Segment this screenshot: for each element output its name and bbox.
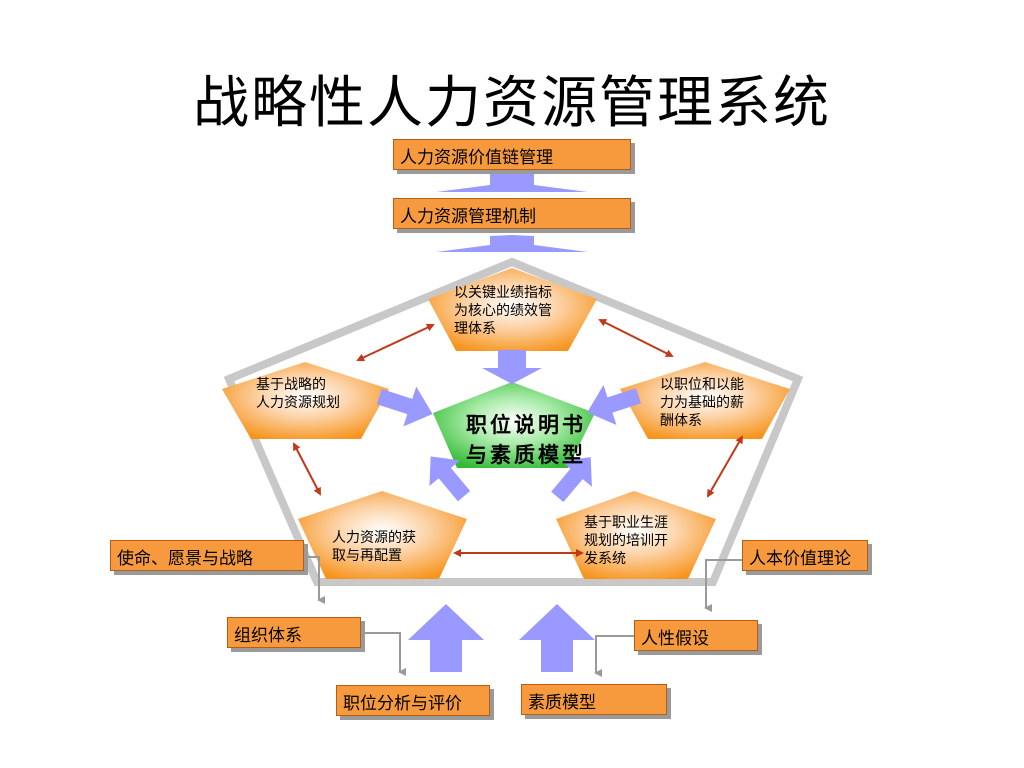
pentagon-compensation: [620, 362, 790, 439]
box-organization: 组织体系: [227, 617, 361, 648]
center-line-2: 与素质模型: [466, 442, 586, 467]
box-human-nature: 人性假设: [634, 620, 758, 651]
connector-people-value-to-human-nature: [704, 559, 742, 612]
pentagon-acquisition-text: 人力资源的获 取与再配置: [332, 529, 416, 565]
box-value-chain: 人力资源价值链管理: [393, 139, 631, 170]
pentagon-compensation-line-1: 以职位和以能: [660, 377, 744, 393]
box-mechanism: 人力资源管理机制: [393, 198, 631, 229]
red-arrow-performance-planning: [356, 323, 435, 362]
pentagon-training: [556, 491, 716, 579]
pentagon-acquisition-line-2: 取与再配置: [332, 548, 402, 564]
up-arrow-to-value-chain: [436, 172, 588, 192]
connector-organization-to-job-analysis: [364, 632, 406, 676]
pentagon-center: [433, 382, 595, 468]
red-arrow-compensation-training: [707, 435, 743, 498]
pentagon-training-line-3: 发系统: [584, 551, 626, 567]
box-competency: 素质模型: [521, 684, 667, 715]
pentagon-performance-line-3: 理体系: [454, 321, 496, 337]
pentagon-performance-line-2: 为核心的绩效管: [454, 303, 552, 319]
pentagon-compensation-line-2: 力为基础的薪: [660, 395, 744, 411]
connector-mission-to-organization: [308, 556, 325, 604]
box-people-value: 人本价值理论: [742, 540, 868, 571]
blue-arrow-acquisition-to-center: [429, 456, 471, 502]
pentagon-compensation-text: 以职位和以能 力为基础的薪 酬体系: [660, 376, 744, 430]
red-arrow-performance-compensation: [598, 319, 674, 357]
blue-arrow-training-to-center: [551, 457, 592, 503]
pentagon-performance-text: 以关键业绩指标 为核心的绩效管 理体系: [454, 284, 552, 338]
pentagon-training-line-1: 基于职业生涯: [584, 515, 668, 531]
pentagon-performance-line-1: 以关键业绩指标: [454, 285, 552, 301]
pentagon-training-text: 基于职业生涯 规划的培训开 发系统: [584, 514, 668, 568]
connector-human-nature-to-competency: [594, 635, 634, 677]
pentagon-training-line-2: 规划的培训开: [584, 533, 668, 549]
pentagon-frame: [223, 257, 804, 586]
center-line-1: 职位说明书: [466, 412, 586, 437]
pentagon-planning-line-1: 基于战略的: [256, 377, 326, 393]
red-arrow-planning-acquisition: [293, 442, 321, 496]
blue-arrow-planning-to-center: [376, 386, 433, 427]
box-mission: 使命、愿景与战略: [110, 540, 304, 571]
page-title: 战略性人力资源管理系统: [193, 71, 831, 136]
box-job-analysis: 职位分析与评价: [336, 685, 490, 716]
big-up-arrow-left: [408, 604, 484, 672]
pentagon-planning-line-2: 人力资源规划: [256, 395, 340, 411]
pentagon-planning-text: 基于战略的 人力资源规划: [256, 376, 340, 412]
pentagon-acquisition: [298, 491, 467, 579]
center-text: 职位说明书 与素质模型: [458, 410, 594, 470]
up-arrow-to-mechanism: [436, 235, 588, 252]
pentagon-performance: [428, 268, 597, 351]
big-up-arrow-right: [519, 604, 595, 672]
pentagon-acquisition-line-1: 人力资源的获: [332, 530, 416, 546]
pentagon-compensation-line-3: 酬体系: [660, 413, 702, 429]
blue-arrow-performance-to-center: [482, 350, 542, 384]
pentagon-planning: [222, 362, 389, 439]
blue-arrow-compensation-to-center: [587, 385, 642, 425]
